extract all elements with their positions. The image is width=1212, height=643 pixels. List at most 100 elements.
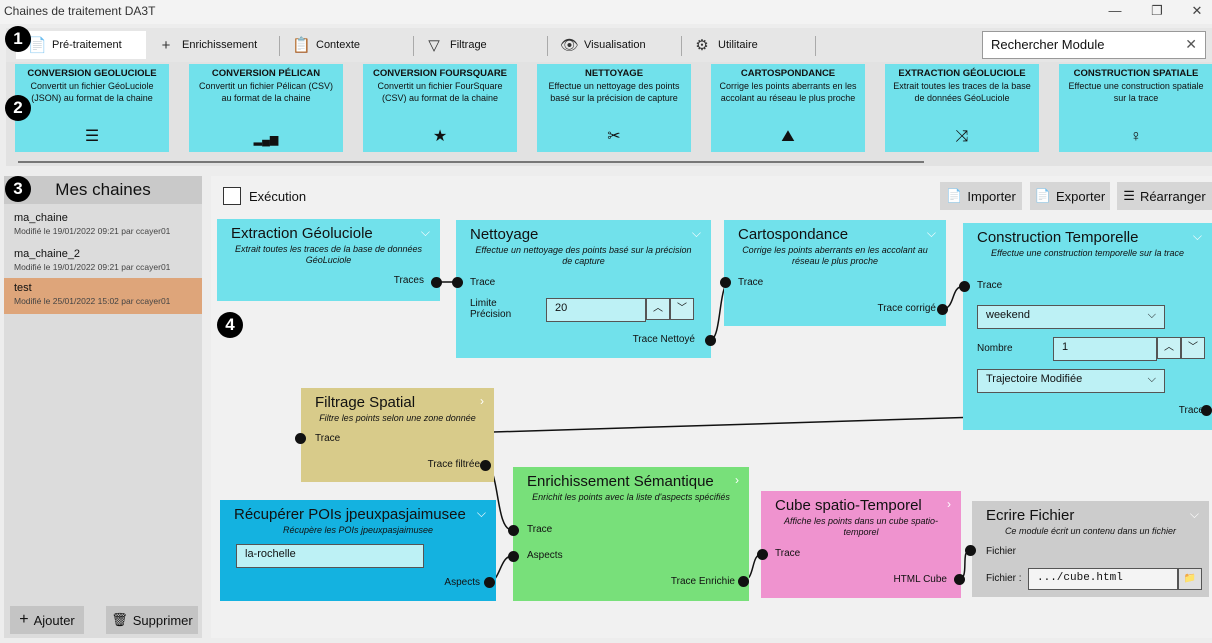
node-nettoyage[interactable]: Nettoyage Effectue un nettoyage des poin… — [456, 220, 711, 358]
output-port[interactable] — [480, 460, 491, 471]
chevron-down-icon: ⌵ — [1147, 373, 1156, 385]
import-icon: 📄 — [946, 188, 963, 203]
period-select[interactable]: weekend ⌵ — [977, 305, 1165, 329]
input-port[interactable] — [757, 549, 768, 560]
poi-city-input[interactable]: la-rochelle — [236, 544, 424, 568]
module-card-cartospondance[interactable]: CARTOSPONDANCE Corrige les points aberra… — [711, 64, 865, 152]
tab-pretraitement[interactable]: 📄 Pré-traitement — [16, 31, 146, 59]
output-label: Trace Enrichie — [670, 576, 735, 587]
import-button[interactable]: 📄 Importer — [940, 182, 1022, 210]
badge-2: 2 — [5, 95, 31, 121]
trash-icon: 🗑 — [111, 612, 128, 627]
chevron-down-icon[interactable]: ⌵ — [420, 225, 430, 239]
chevron-down-icon[interactable]: ⌵ — [476, 506, 486, 520]
chain-item-ma-chaine-2[interactable]: ma_chaine_2 Modifié le 19/01/2022 09:21 … — [4, 244, 202, 280]
node-cube-spatio-temporel[interactable]: Cube spatio-Temporel Affiche les points … — [761, 491, 961, 598]
module-card-conversion-foursquare[interactable]: CONVERSION FOURSQUARE Convertit un fichi… — [363, 64, 517, 152]
output-port[interactable] — [738, 576, 749, 587]
tab-utilitaire[interactable]: ⚙ Utilitaire — [682, 31, 816, 59]
module-card-construction-spatiale[interactable]: CONSTRUCTION SPATIALE Effectue une const… — [1059, 64, 1212, 152]
module-card-conversion-geoluciole[interactable]: CONVERSION GEOLUCIOLE Convertit un fichi… — [15, 64, 169, 152]
restore-button[interactable]: ❐ — [1151, 3, 1163, 18]
chevron-down-icon[interactable]: ⌵ — [926, 226, 936, 240]
output-label: Traces — [393, 275, 424, 286]
input-port[interactable] — [295, 433, 306, 444]
file-path-input[interactable]: .../cube.html — [1028, 568, 1178, 590]
output-port[interactable] — [1201, 405, 1212, 416]
output-port[interactable] — [954, 574, 965, 585]
export-icon: 📄 — [1034, 188, 1052, 203]
rearrange-label: Réarranger — [1139, 188, 1206, 204]
search-placeholder: Rechercher Module — [991, 37, 1105, 52]
input-label: Trace — [738, 277, 764, 288]
chain-item-test[interactable]: test Modifié le 25/01/2022 15:02 par cca… — [4, 278, 202, 314]
tab-visualisation[interactable]: 👁 Visualisation — [548, 31, 682, 59]
input-port[interactable] — [452, 277, 463, 288]
chevron-right-icon[interactable]: › — [947, 497, 951, 511]
module-description: Convertit un fichier FourSquare (CSV) au… — [377, 81, 503, 103]
export-button[interactable]: 📄 Exporter — [1030, 182, 1110, 210]
chain-item-ma-chaine[interactable]: ma_chaine Modifié le 19/01/2022 09:21 pa… — [4, 208, 202, 244]
chevron-right-icon[interactable]: › — [480, 394, 484, 408]
node-description: Effectue une construction temporelle sur… — [990, 248, 1185, 258]
decrement-icon[interactable]: ﹀ — [670, 298, 694, 320]
module-title: CARTOSPONDANCE — [740, 68, 836, 79]
search-module-input[interactable]: Rechercher Module ✕ — [982, 31, 1206, 59]
chevron-right-icon[interactable]: › — [735, 473, 739, 487]
nombre-input[interactable]: 1 — [1053, 337, 1157, 361]
clear-search-icon[interactable]: ✕ — [1185, 36, 1197, 52]
output-port[interactable] — [937, 304, 948, 315]
chain-name: test — [14, 282, 32, 294]
node-construction-temporelle[interactable]: Construction Temporelle Effectue une con… — [963, 223, 1212, 430]
node-filtrage-spatial[interactable]: Filtrage Spatial Filtre les points selon… — [301, 388, 494, 482]
rearrange-button[interactable]: ☰ Réarranger — [1117, 182, 1212, 210]
input-port[interactable] — [508, 551, 519, 562]
output-port[interactable] — [705, 335, 716, 346]
node-extraction-geoluciole[interactable]: Extraction Géoluciole Extrait toutes les… — [217, 219, 440, 301]
document-icon: 📄 — [28, 37, 47, 54]
increment-icon[interactable]: ︿ — [1157, 337, 1181, 359]
execution-checkbox[interactable] — [223, 187, 241, 205]
input-port[interactable] — [508, 525, 519, 536]
minimize-button[interactable]: — — [1108, 3, 1122, 18]
eye-icon: 👁 — [560, 37, 580, 54]
module-card-extraction-geoluciole[interactable]: EXTRACTION GÉOLUCIOLE Extrait toutes les… — [885, 64, 1039, 152]
module-card-nettoyage[interactable]: NETTOYAGE Effectue un nettoyage des poin… — [537, 64, 691, 152]
node-cartospondance[interactable]: Cartospondance Corrige les points aberra… — [724, 220, 946, 326]
tab-label: Visualisation — [584, 39, 646, 51]
input-port[interactable] — [959, 281, 970, 292]
output-port[interactable] — [431, 277, 442, 288]
tab-filtrage[interactable]: ▽ Filtrage — [414, 31, 548, 59]
chevron-down-icon[interactable]: ⌵ — [691, 226, 701, 240]
input-port[interactable] — [720, 277, 731, 288]
chevron-down-icon[interactable]: ⌵ — [1189, 507, 1199, 521]
node-enrichissement-semantique[interactable]: Enrichissement Sémantique Enrichit les p… — [513, 467, 749, 601]
tab-enrichissement[interactable]: + Enrichissement — [146, 31, 280, 59]
close-button[interactable]: ✕ — [1191, 3, 1203, 18]
input-label: Trace — [775, 548, 801, 559]
node-recuperer-pois[interactable]: Récupérer POIs jpeuxpasjaimusee Récupère… — [220, 500, 496, 601]
module-card-conversion-pelican[interactable]: CONVERSION PÉLICAN Convertit un fichier … — [189, 64, 343, 152]
increment-icon[interactable]: ︿ — [646, 298, 670, 320]
node-ecrire-fichier[interactable]: Ecrire Fichier Ce module écrit un conten… — [972, 501, 1209, 597]
node-title: Nettoyage — [470, 226, 539, 243]
add-chain-button[interactable]: + Ajouter — [10, 606, 84, 634]
output-port[interactable] — [484, 577, 495, 588]
chevron-down-icon[interactable]: ⌵ — [1192, 229, 1202, 243]
node-title: Filtrage Spatial — [315, 394, 416, 411]
module-description: Extrait toutes les traces de la base de … — [893, 81, 1031, 103]
input-port[interactable] — [965, 545, 976, 556]
delete-chain-button[interactable]: 🗑 Supprimer — [106, 606, 198, 634]
module-description: Convertit un fichier GéoLuciole (JSON) a… — [30, 81, 154, 103]
module-description: Convertit un fichier Pélican (CSV) au fo… — [198, 81, 334, 103]
select-value: weekend — [986, 309, 1031, 321]
decrement-icon[interactable]: ﹀ — [1181, 337, 1205, 359]
user-list-icon: ☰ — [84, 128, 100, 145]
folder-icon[interactable]: 📁 — [1178, 568, 1202, 590]
trajectory-select[interactable]: Trajectoire Modifiée ⌵ — [977, 369, 1165, 393]
output-label: Trace corrigé — [877, 303, 936, 314]
node-title: Cartospondance — [738, 226, 849, 243]
tab-contexte[interactable]: 📋 Contexte — [280, 31, 414, 59]
precision-limit-input[interactable]: 20 — [546, 298, 646, 322]
module-palette-scrollbar[interactable] — [18, 161, 924, 163]
